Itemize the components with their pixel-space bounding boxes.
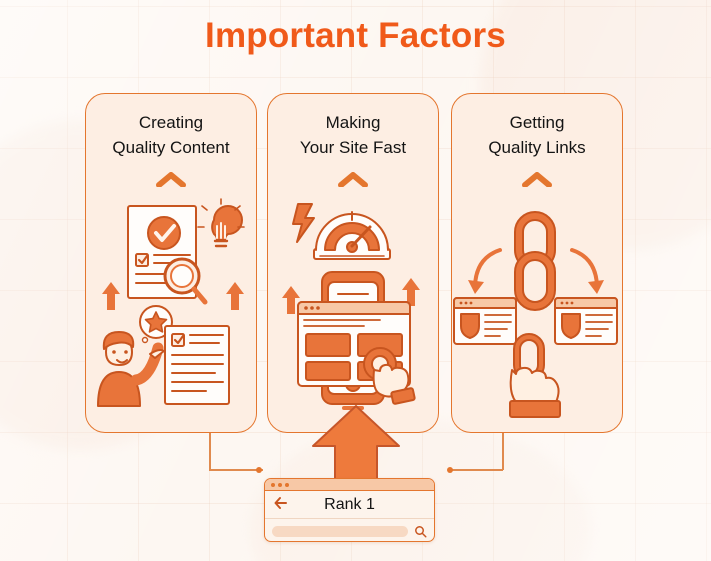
chevron-up-icon bbox=[156, 172, 186, 187]
factor-card-getting-quality-links[interactable]: Getting Quality Links bbox=[451, 93, 623, 433]
search-icon[interactable] bbox=[414, 525, 427, 538]
card-title: Creating Quality Content bbox=[112, 113, 230, 157]
chevron-up-icon bbox=[522, 172, 552, 187]
rank-label: Rank 1 bbox=[324, 495, 375, 513]
search-input[interactable] bbox=[272, 526, 408, 537]
window-dot-icon bbox=[285, 482, 289, 487]
factor-card-making-your-site-fast[interactable]: Making Your Site Fast bbox=[267, 93, 439, 433]
card-title: Making Your Site Fast bbox=[299, 113, 407, 157]
up-arrow-to-rank bbox=[312, 405, 400, 484]
chevron-up-icon bbox=[338, 172, 368, 187]
connector-dot bbox=[256, 467, 262, 473]
window-dot-icon bbox=[278, 482, 282, 487]
browser-search-row[interactable] bbox=[265, 519, 434, 541]
factor-card-creating-quality-content[interactable]: Creating Quality Content bbox=[85, 93, 257, 433]
window-dot-icon bbox=[271, 482, 275, 487]
site-speed-phone-illustration bbox=[282, 203, 420, 410]
rank-browser-window[interactable]: Rank 1 bbox=[264, 478, 435, 542]
backlinks-chain-illustration bbox=[453, 211, 618, 418]
connector-line-vertical bbox=[502, 433, 504, 470]
connector-dot bbox=[447, 467, 453, 473]
browser-header: Rank 1 bbox=[265, 491, 434, 519]
browser-title-bar bbox=[265, 479, 434, 491]
connector-line-horizontal bbox=[209, 469, 263, 471]
connector-line-horizontal bbox=[449, 469, 503, 471]
back-arrow-icon[interactable] bbox=[273, 495, 289, 511]
card-title: Getting Quality Links bbox=[488, 113, 586, 157]
connector-line-vertical bbox=[209, 433, 211, 470]
content-document-person-illustration bbox=[97, 198, 245, 407]
page-title: Important Factors bbox=[205, 16, 506, 55]
